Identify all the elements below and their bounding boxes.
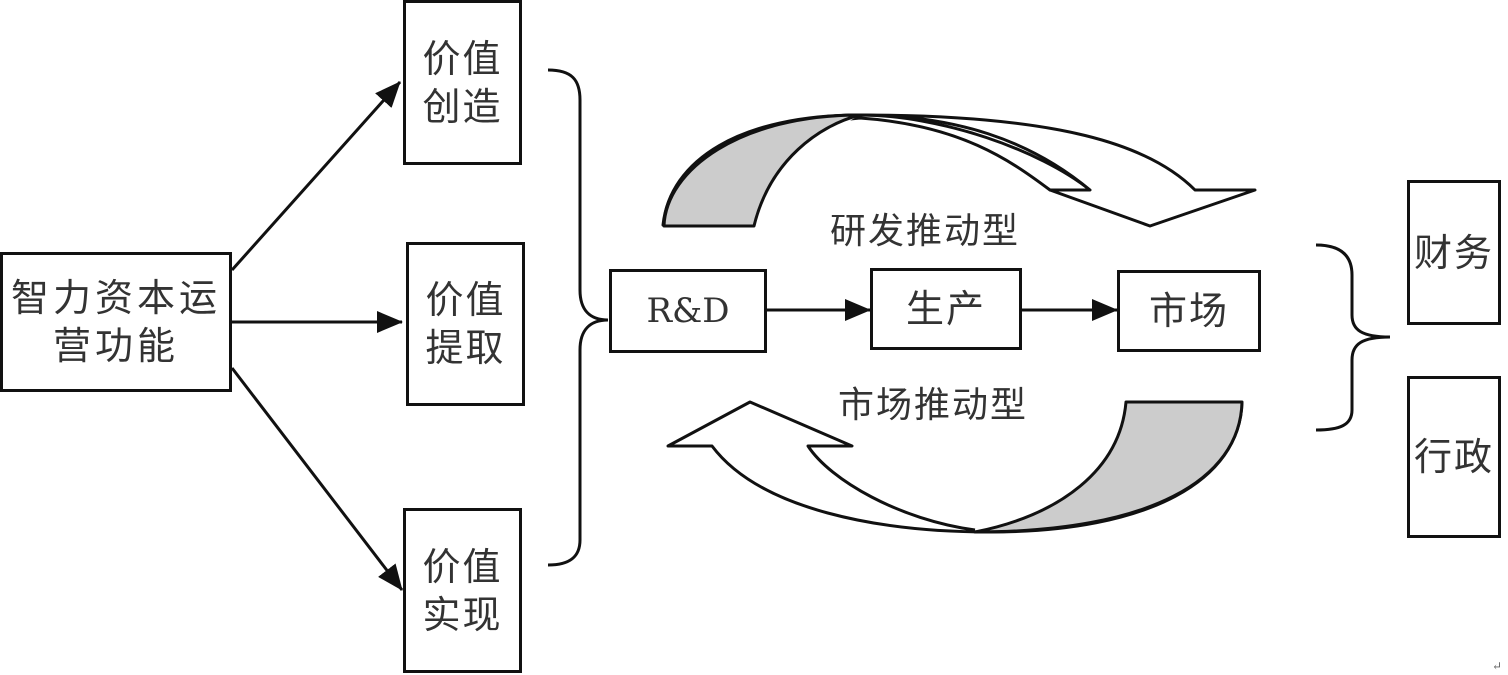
- rd-driven-label: 研发推动型: [830, 211, 1021, 252]
- value-realization-label: 价值实现: [422, 544, 503, 637]
- value-realization-box: 价值实现: [403, 508, 522, 673]
- brace-left: [547, 68, 609, 567]
- arrow-to-value-creation: [230, 81, 402, 271]
- production-box: 生产: [870, 268, 1022, 350]
- brace-right: [1315, 243, 1391, 432]
- market-driven-curved-arrow: [666, 400, 1244, 534]
- source-label: 智力资本运营功能: [11, 276, 222, 368]
- administration-box: 行政: [1407, 376, 1501, 538]
- value-creation-box: 价值创造: [403, 0, 522, 165]
- value-extraction-box: 价值提取: [406, 242, 525, 406]
- value-creation-label: 价值创造: [422, 36, 503, 129]
- market-box: 市场: [1117, 270, 1261, 352]
- rd-driven-curved-arrow: [661, 113, 1257, 228]
- finance-label: 财务: [1414, 230, 1495, 275]
- value-extraction-label: 价值提取: [425, 278, 506, 370]
- paragraph-mark: ↵: [1491, 659, 1502, 673]
- rd-box: R&D: [609, 269, 767, 353]
- market-driven-label: 市场推动型: [838, 385, 1029, 426]
- administration-label: 行政: [1414, 435, 1495, 479]
- arrow-to-value-realization: [230, 367, 404, 591]
- production-label: 生产: [905, 287, 986, 331]
- market-label: 市场: [1148, 289, 1229, 333]
- source-box: 智力资本运营功能: [0, 252, 232, 392]
- rd-label: R&D: [646, 291, 730, 331]
- finance-box: 财务: [1407, 180, 1501, 325]
